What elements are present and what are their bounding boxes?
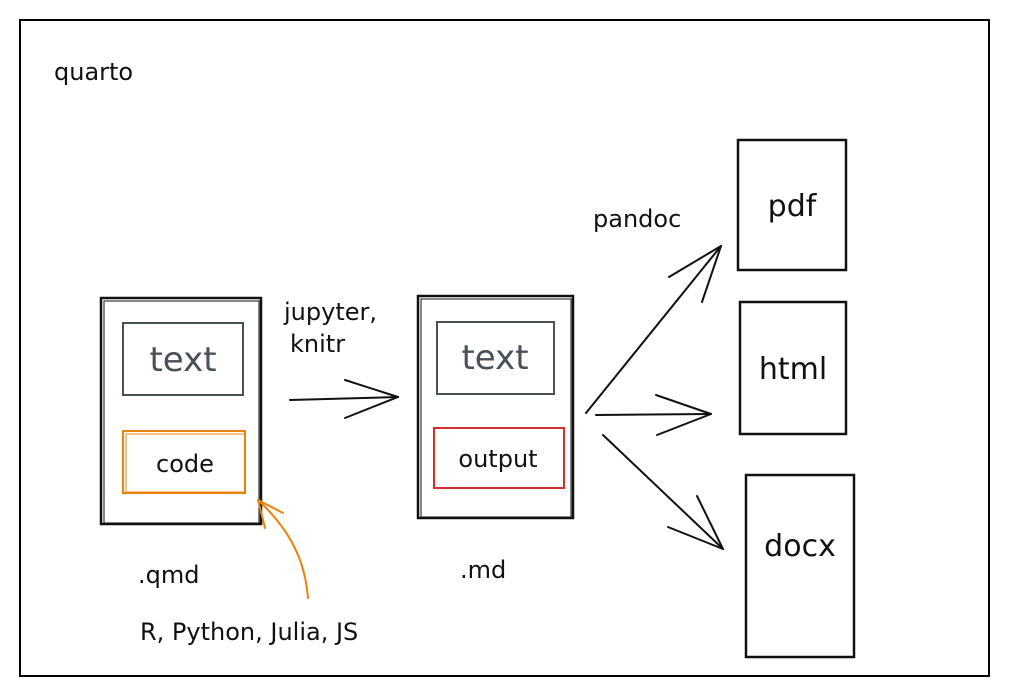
qmd-page xyxy=(99,296,263,526)
docx-page xyxy=(744,473,856,659)
pandoc-arrow-pdf xyxy=(585,245,722,414)
engine-label-line1: jupyter, xyxy=(283,298,377,326)
html-label: html xyxy=(759,352,827,387)
md-page xyxy=(416,294,575,520)
output-html: html xyxy=(738,300,848,436)
md-output-label: output xyxy=(458,445,537,473)
output-docx: docx xyxy=(744,473,856,659)
md-text-label: text xyxy=(461,338,528,378)
engine-arrow xyxy=(289,379,399,419)
md-caption: .md xyxy=(460,556,506,584)
md-text-box xyxy=(436,321,555,395)
pandoc-label: pandoc xyxy=(593,205,681,233)
pdf-label: pdf xyxy=(768,189,818,224)
pandoc-arrow-docx xyxy=(602,434,724,550)
qmd-code-box-sketch xyxy=(125,433,246,493)
md-page-sketch xyxy=(420,298,572,518)
pdf-page xyxy=(736,138,848,272)
languages-arrow xyxy=(257,499,309,599)
md-output-box xyxy=(433,427,565,489)
pandoc-arrow-html xyxy=(595,394,712,436)
qmd-text-label: text xyxy=(149,340,216,380)
qmd-document: text code .qmd xyxy=(99,296,263,589)
qmd-text-box xyxy=(122,322,244,396)
docx-label: docx xyxy=(764,529,836,564)
qmd-page-sketch xyxy=(103,300,260,524)
html-page xyxy=(738,300,848,436)
diagram-title: quarto xyxy=(54,58,133,86)
qmd-caption: .qmd xyxy=(138,561,199,589)
output-pdf: pdf xyxy=(736,138,848,272)
md-document: text output .md xyxy=(416,294,575,584)
qmd-code-label: code xyxy=(156,450,214,478)
languages-label: R, Python, Julia, JS xyxy=(140,618,358,646)
engine-label-line2: knitr xyxy=(290,330,345,358)
outer-frame xyxy=(19,19,990,677)
